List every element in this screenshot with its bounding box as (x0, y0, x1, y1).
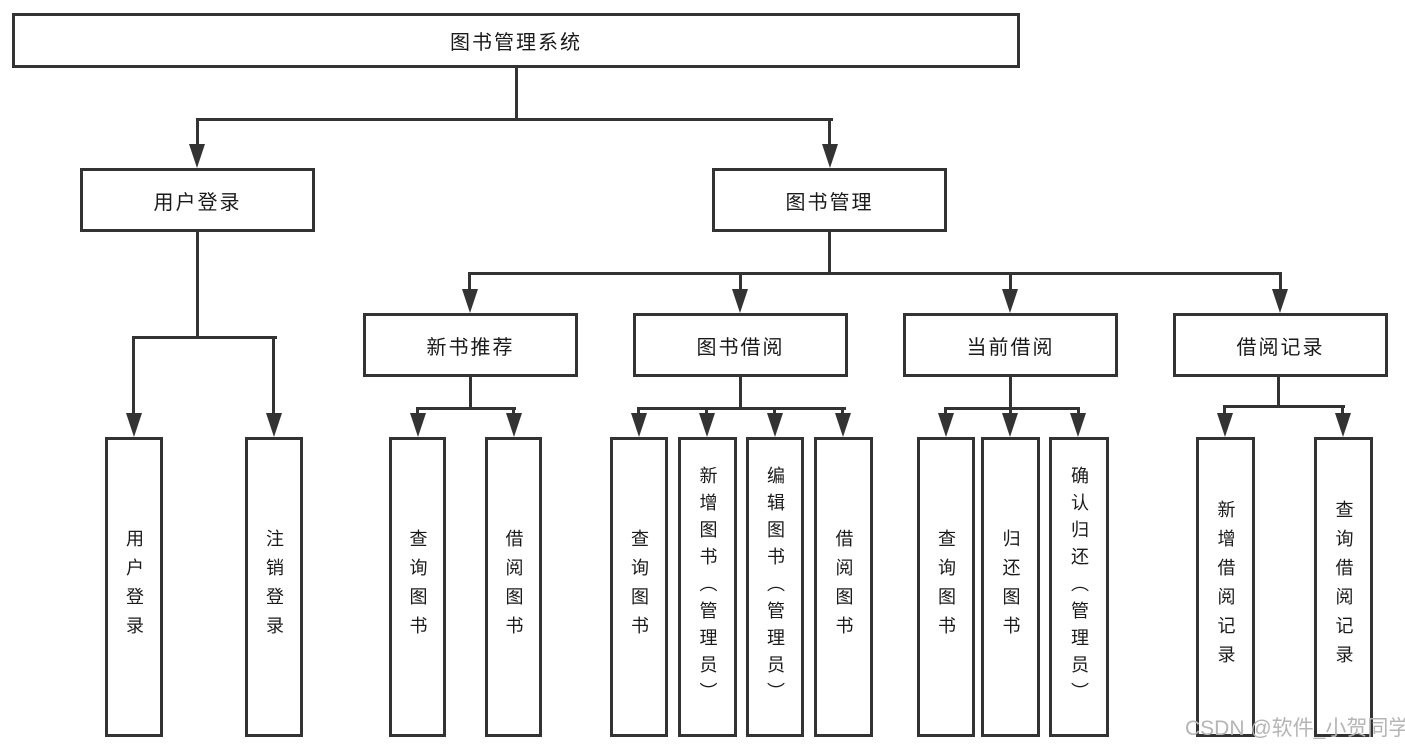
node-borrow-records: 借阅记录 (1173, 313, 1388, 377)
arrowhead-icon (1335, 413, 1351, 437)
connector-book-mgmt-drop-1 (468, 272, 471, 292)
arrowhead-icon (1070, 413, 1086, 437)
leaf-add-borrow-record: 新增借阅记录 (1196, 437, 1255, 737)
arrowhead-icon (126, 413, 142, 437)
arrowhead-icon (835, 413, 851, 437)
connector-book-borrow-drop-1 (637, 407, 640, 417)
leaf-return-book: 归还图书 (981, 437, 1040, 737)
arrowhead-icon (1272, 289, 1288, 313)
connector-book-borrow-drop-3 (773, 407, 776, 417)
node-book-management: 图书管理 (712, 168, 947, 232)
connector-user-login-drop-2 (272, 336, 275, 416)
node-user-login: 用户登录 (80, 168, 315, 232)
arrowhead-icon (1002, 289, 1018, 313)
node-library-management-system: 图书管理系统 (12, 13, 1020, 68)
csdn-watermark: CSDN @软件_小贺同学 (1185, 717, 1405, 740)
arrowhead-icon (189, 144, 205, 168)
node-current-borrow: 当前借阅 (903, 313, 1118, 377)
connector-book-borrow-drop-4 (841, 407, 844, 417)
connector-root-drop-right (828, 118, 831, 148)
connector-root-rail (197, 118, 833, 121)
connector-book-borrow-rail (639, 407, 846, 410)
leaf-query-borrow-record: 查询借阅记录 (1314, 437, 1373, 737)
arrowhead-icon (1217, 413, 1233, 437)
connector-current-borrow-stem (1009, 377, 1012, 407)
connector-records-drop-1 (1223, 405, 1226, 417)
arrowhead-icon (938, 413, 954, 437)
connector-book-mgmt-stem (828, 232, 831, 272)
connector-user-login-drop-1 (132, 336, 135, 416)
arrowhead-icon (1002, 413, 1018, 437)
connector-records-stem (1277, 377, 1280, 405)
connector-current-borrow-drop-2 (1009, 407, 1012, 417)
arrowhead-icon (631, 413, 647, 437)
connector-new-book-drop-2 (512, 407, 515, 417)
arrowhead-icon (767, 413, 783, 437)
connector-book-borrow-stem (739, 377, 742, 407)
connector-root-stem (515, 66, 518, 118)
leaf-borrow-book-1: 借阅图书 (485, 437, 542, 737)
leaf-logout: 注销登录 (245, 437, 303, 737)
connector-user-login-stem (196, 232, 199, 336)
connector-new-book-drop-1 (416, 407, 419, 417)
connector-current-borrow-rail (945, 407, 1080, 410)
connector-book-borrow-drop-2 (705, 407, 708, 417)
arrowhead-icon (506, 413, 522, 437)
connector-current-borrow-drop-3 (1077, 407, 1080, 417)
leaf-query-books-1: 查询图书 (389, 437, 446, 737)
leaf-edit-book-admin: 编辑图书（管理员） (746, 437, 804, 737)
connector-records-rail (1225, 405, 1345, 408)
arrowhead-icon (266, 413, 282, 437)
connector-book-mgmt-drop-4 (1279, 272, 1282, 292)
arrowhead-icon (732, 289, 748, 313)
arrowhead-icon (410, 413, 426, 437)
connector-book-mgmt-rail (469, 272, 1282, 275)
leaf-user-login: 用户登录 (105, 437, 163, 737)
leaf-query-books-2: 查询图书 (610, 437, 668, 737)
arrowhead-icon (699, 413, 715, 437)
node-new-book-recommend: 新书推荐 (363, 313, 578, 377)
connector-new-book-stem (469, 377, 472, 407)
connector-book-mgmt-drop-2 (739, 272, 742, 292)
leaf-confirm-return-admin: 确认归还（管理员） (1049, 437, 1109, 737)
connector-new-book-rail (418, 407, 516, 410)
arrowhead-icon (822, 144, 838, 168)
leaf-borrow-book-2: 借阅图书 (814, 437, 873, 737)
leaf-add-book-admin: 新增图书（管理员） (678, 437, 737, 737)
connector-root-drop-left (196, 118, 199, 148)
node-book-borrow: 图书借阅 (633, 313, 848, 377)
connector-user-login-rail (134, 336, 277, 339)
connector-records-drop-2 (1341, 405, 1344, 417)
leaf-query-books-3: 查询图书 (917, 437, 975, 737)
connector-book-mgmt-drop-3 (1009, 272, 1012, 292)
arrowhead-icon (462, 289, 478, 313)
connector-current-borrow-drop-1 (944, 407, 947, 417)
